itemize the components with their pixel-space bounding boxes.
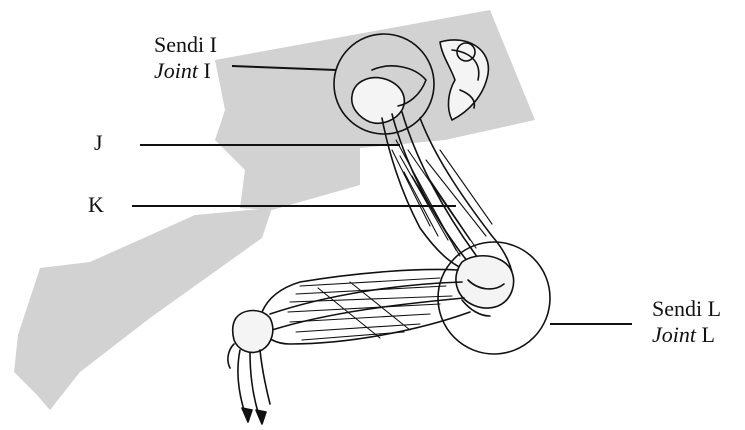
label-joint-i-italic: Joint <box>154 58 198 83</box>
shin-silhouette <box>14 208 272 410</box>
label-joint-i-word: Sendi I <box>154 32 217 58</box>
label-joint-l: Sendi L Joint L <box>652 296 721 348</box>
foot-bones <box>228 344 270 412</box>
label-joint-l-italic: Joint <box>652 322 696 347</box>
label-j: J <box>94 130 103 156</box>
toe-tips <box>242 408 266 424</box>
femoral-head <box>352 78 405 124</box>
label-joint-i-letter: I <box>198 58 211 83</box>
label-joint-l-eng: Joint L <box>652 322 721 348</box>
label-joint-i-eng: Joint I <box>154 58 217 84</box>
label-joint-i: Sendi I Joint I <box>154 32 217 84</box>
ankle-bones <box>233 311 273 353</box>
label-joint-l-letter: L <box>696 322 715 347</box>
knee-cap <box>456 256 514 308</box>
label-k: K <box>88 192 104 218</box>
label-joint-l-word: Sendi L <box>652 296 721 322</box>
